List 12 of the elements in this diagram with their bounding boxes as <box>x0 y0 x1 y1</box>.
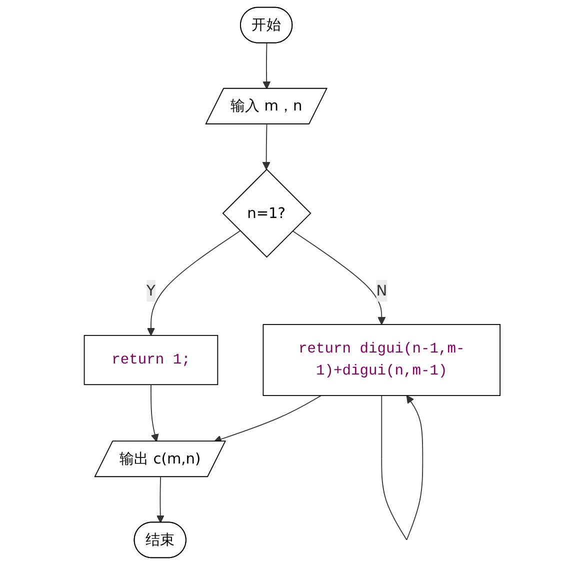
arrow <box>292 230 386 325</box>
edge-label: N <box>376 282 387 299</box>
node-box: return digui(n-1,m-1)+digui(n,m-1) <box>262 324 500 396</box>
arrow <box>146 230 240 336</box>
arrow <box>262 42 270 90</box>
arrow <box>156 476 164 523</box>
arrow <box>150 384 159 442</box>
arrow <box>262 124 270 170</box>
edge-label: Y <box>146 282 156 299</box>
arrow <box>381 395 423 540</box>
node-diamond: n=1? <box>222 168 312 258</box>
node-box: return 1; <box>84 334 218 386</box>
